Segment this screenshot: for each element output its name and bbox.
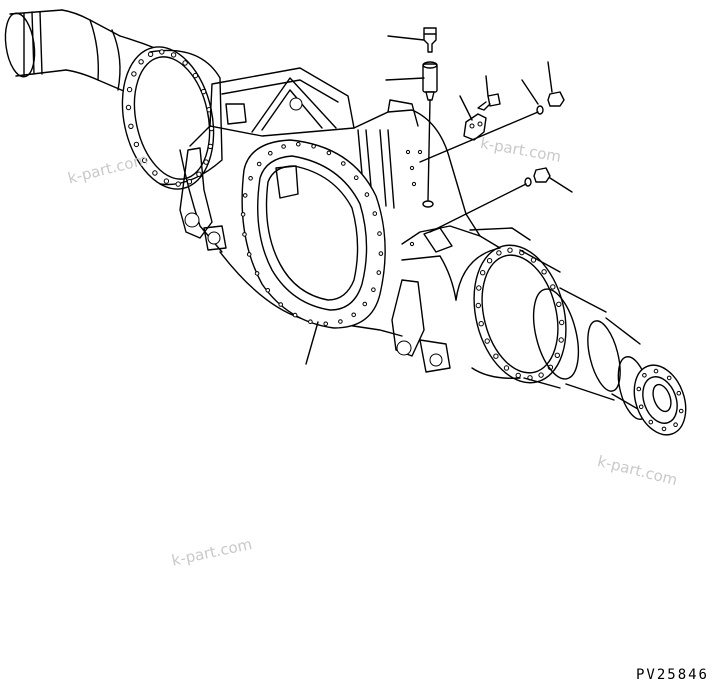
left-hub-flange xyxy=(121,46,223,190)
bolt-hole xyxy=(478,321,484,327)
bolt-hole xyxy=(559,319,565,326)
bolt-hole xyxy=(246,252,252,257)
bolt-hole xyxy=(484,338,490,344)
bolt-hole xyxy=(486,258,493,264)
bolt-hole xyxy=(240,212,246,217)
bolt-hole xyxy=(196,171,202,177)
bolt-hole xyxy=(378,251,384,256)
bolt-hole xyxy=(248,176,253,181)
bolt-hole xyxy=(377,231,382,236)
bolt-hole xyxy=(351,312,357,318)
bolt-hole xyxy=(308,319,313,325)
housing-leader-line xyxy=(305,321,319,365)
carrier-opening xyxy=(240,139,386,329)
bolt-hole xyxy=(666,375,672,381)
center-housing xyxy=(179,67,531,373)
bolt-hole xyxy=(159,49,165,55)
bolt-hole xyxy=(242,232,247,237)
bolt-hole xyxy=(550,284,556,290)
bolt-hole xyxy=(376,270,382,275)
bolt-hole xyxy=(338,319,343,324)
right-hub-flange xyxy=(455,244,567,384)
bolt-hole xyxy=(558,337,564,343)
bolt-hole xyxy=(281,144,286,149)
bolt-hole xyxy=(476,285,482,291)
bolt-hole xyxy=(296,141,301,147)
bolt-hole xyxy=(203,159,209,165)
bolt-hole xyxy=(503,365,510,371)
bolt-hole xyxy=(254,271,260,276)
bolt-hole xyxy=(480,270,486,276)
bolt-hole xyxy=(515,372,521,379)
bolt-hole xyxy=(326,150,332,156)
bolt-hole xyxy=(341,161,346,166)
bolt-hole xyxy=(242,193,248,198)
breather-tube-icon xyxy=(385,61,438,208)
bolt-hole xyxy=(323,321,329,327)
bolt-hole xyxy=(541,269,547,275)
bolt-hole xyxy=(278,302,284,307)
bolt-hole xyxy=(256,161,262,167)
breather-fitting-icon xyxy=(387,27,437,53)
bolt-hole xyxy=(125,104,132,111)
bolt-hole xyxy=(371,287,376,293)
bolt-hole xyxy=(126,86,133,93)
bolt-hole xyxy=(152,170,158,176)
plug-icon xyxy=(533,167,573,193)
bracket-icon xyxy=(459,95,487,141)
bolt-hole xyxy=(362,301,368,307)
bolt-hole xyxy=(170,52,177,58)
o-ring-icon xyxy=(419,79,544,163)
bolt-hole xyxy=(128,123,134,130)
bolt-hole xyxy=(182,60,188,66)
bolt-hole xyxy=(538,372,544,378)
bolt-hole xyxy=(292,312,298,318)
bolt-icon xyxy=(477,75,501,111)
bolt-hole xyxy=(138,59,144,65)
bolt-hole xyxy=(678,408,684,414)
bolt-hole xyxy=(192,72,199,79)
bolt-hole xyxy=(353,175,359,180)
bolt-hole xyxy=(311,144,316,149)
bolt-hole xyxy=(648,419,654,425)
plug-icon xyxy=(547,61,565,107)
bolt-hole xyxy=(673,422,678,428)
bolt-hole xyxy=(676,390,682,396)
bolt-hole xyxy=(265,288,271,293)
bolt-hole xyxy=(554,352,560,358)
bolt-hole xyxy=(175,181,181,187)
bolt-hole xyxy=(131,71,137,77)
bolt-hole xyxy=(133,141,140,148)
bolt-hole xyxy=(163,178,170,184)
bolt-hole xyxy=(364,192,370,197)
bolt-hole xyxy=(507,247,513,253)
bolt-hole xyxy=(493,353,499,359)
bolt-hole xyxy=(141,157,148,164)
bolt-hole xyxy=(268,150,273,156)
o-ring-icon xyxy=(429,177,532,233)
right-spindle xyxy=(519,249,687,436)
bolt-hole xyxy=(372,211,378,216)
bolt-hole xyxy=(147,51,154,57)
bolt-hole xyxy=(638,404,644,410)
drawing-number: PV25846 xyxy=(635,667,709,683)
bolt-hole xyxy=(661,426,667,432)
bolt-hole xyxy=(636,386,642,392)
bolt-hole xyxy=(653,368,659,374)
bolt-hole xyxy=(496,250,502,256)
bolt-hole xyxy=(475,302,481,309)
bolt-hole xyxy=(556,301,562,307)
bolt-hole xyxy=(207,143,214,150)
bolt-hole xyxy=(642,373,647,378)
bolt-hole xyxy=(200,88,207,95)
